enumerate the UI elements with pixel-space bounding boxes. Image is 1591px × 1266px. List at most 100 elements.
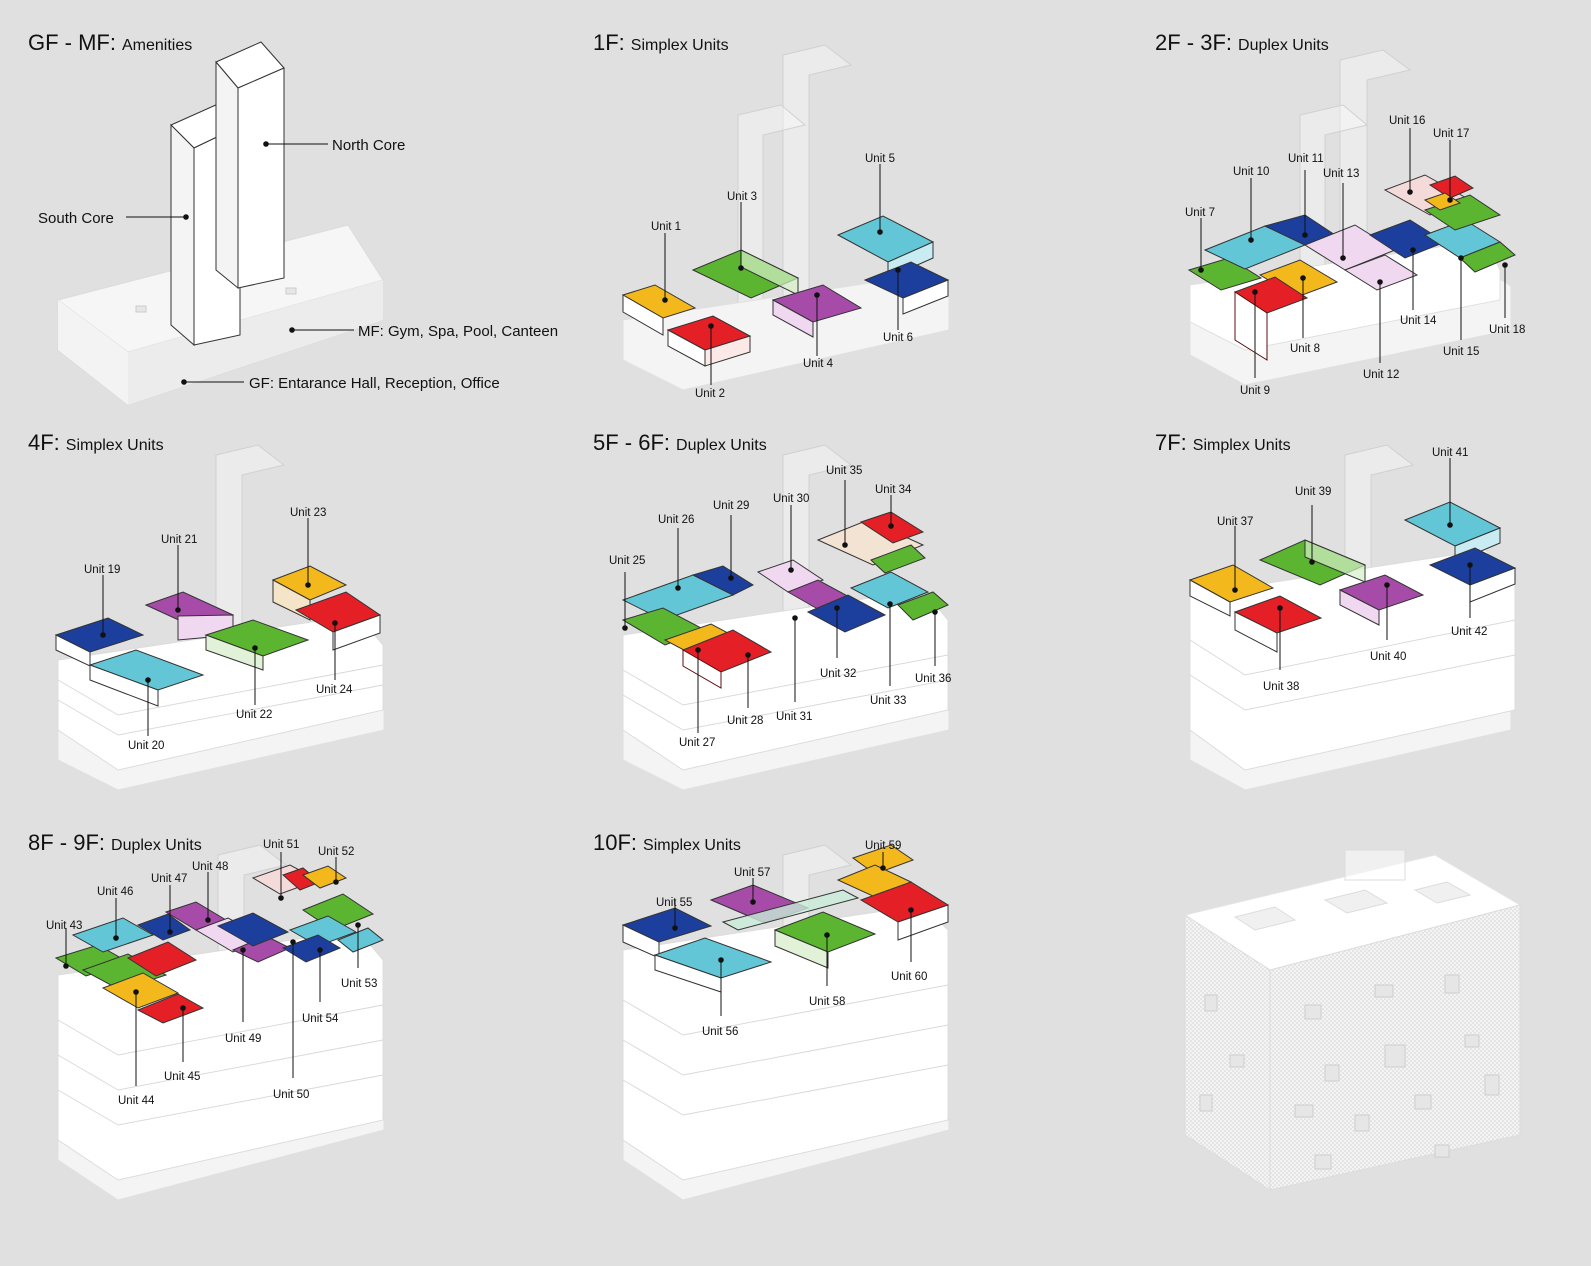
- floor-code: 7F:: [1155, 430, 1187, 455]
- label-south-core: South Core: [38, 210, 114, 227]
- floor-code: 4F:: [28, 430, 60, 455]
- label-unit-32: Unit 32: [820, 668, 856, 680]
- floor-4f-diagram: Unit 19 Unit 20 Unit 21 Unit 22 Unit 23 …: [54, 444, 385, 791]
- label-unit-38: Unit 38: [1263, 681, 1299, 693]
- label-unit-52: Unit 52: [318, 846, 354, 858]
- panel-facade-render: [1175, 845, 1591, 1245]
- label-unit-21: Unit 21: [161, 534, 197, 546]
- unit-block-57: [709, 884, 860, 931]
- label-unit-48: Unit 48: [192, 861, 228, 873]
- unit-blocks: [621, 511, 949, 689]
- floor-code: GF - MF:: [28, 30, 116, 55]
- floor-code: 2F - 3F:: [1155, 30, 1233, 55]
- floor-5f-6f-diagram: Unit 25 Unit 26 Unit 27 Unit 28 Unit 29 …: [609, 444, 951, 791]
- label-unit-39: Unit 39: [1295, 486, 1331, 498]
- label-unit-18: Unit 18: [1489, 324, 1525, 336]
- building-stack-grid: [57, 1004, 384, 1126]
- label-unit-59: Unit 59: [865, 840, 901, 852]
- floor-code: 10F:: [593, 830, 638, 855]
- unit-block-37: [1188, 564, 1275, 617]
- label-unit-35: Unit 35: [826, 465, 862, 477]
- floor-2f-3f-diagram: Unit 7 Unit 8 Unit 9 Unit 10 Unit 11 Uni…: [1185, 49, 1525, 397]
- panel-4f: 4F: Simplex Units: [28, 430, 548, 830]
- label-unit-37: Unit 37: [1217, 516, 1253, 528]
- label-unit-57: Unit 57: [734, 867, 770, 879]
- label-unit-7: Unit 7: [1185, 207, 1215, 219]
- panel-gf-mf: GF - MF:Amenities North Core South Core …: [28, 30, 558, 430]
- unit-block-6: [863, 261, 950, 315]
- unit-block-56: [653, 937, 773, 993]
- label-unit-2: Unit 2: [695, 388, 725, 400]
- floor-code: 5F - 6F:: [593, 430, 671, 455]
- panel-5f-6f: 5F - 6F: Duplex Units Unit 25: [593, 430, 1113, 830]
- label-north-core: North Core: [332, 137, 405, 154]
- floor-desc: Simplex Units: [643, 837, 741, 854]
- label-unit-13: Unit 13: [1323, 168, 1359, 180]
- label-mf: MF: Gym, Spa, Pool, Canteen: [358, 323, 558, 340]
- label-unit-27: Unit 27: [679, 737, 715, 749]
- label-unit-51: Unit 51: [263, 839, 299, 851]
- panel-title: 7F: Simplex Units: [1155, 430, 1291, 456]
- label-unit-3: Unit 3: [727, 191, 757, 203]
- panel-title: 2F - 3F: Duplex Units: [1155, 30, 1329, 56]
- label-unit-58: Unit 58: [809, 996, 845, 1008]
- floor-code: 1F:: [593, 30, 625, 55]
- label-unit-5: Unit 5: [865, 153, 895, 165]
- label-unit-9: Unit 9: [1240, 385, 1270, 397]
- label-unit-14: Unit 14: [1400, 315, 1437, 327]
- building-stack-grid: [1189, 619, 1516, 711]
- label-unit-49: Unit 49: [225, 1033, 261, 1045]
- label-unit-55: Unit 55: [656, 897, 692, 909]
- label-unit-26: Unit 26: [658, 514, 694, 526]
- label-unit-28: Unit 28: [727, 715, 763, 727]
- label-unit-42: Unit 42: [1451, 626, 1487, 638]
- label-unit-15: Unit 15: [1443, 346, 1479, 358]
- label-unit-45: Unit 45: [164, 1071, 200, 1083]
- label-unit-50: Unit 50: [273, 1089, 309, 1101]
- floor-code: 8F - 9F:: [28, 830, 106, 855]
- label-unit-25: Unit 25: [609, 555, 645, 567]
- building-stack-grid: [622, 654, 949, 731]
- label-unit-31: Unit 31: [776, 711, 812, 723]
- unit-block-1: [621, 284, 697, 336]
- label-unit-47: Unit 47: [151, 873, 187, 885]
- label-unit-1: Unit 1: [651, 221, 681, 233]
- label-unit-17: Unit 17: [1433, 128, 1469, 140]
- unit-block-22: [204, 619, 310, 671]
- floor-desc: Duplex Units: [676, 437, 767, 454]
- floor-desc: Simplex Units: [1192, 437, 1291, 454]
- roof-cutouts: [1233, 881, 1472, 931]
- label-unit-11: Unit 11: [1288, 153, 1324, 165]
- label-unit-43: Unit 43: [46, 920, 82, 932]
- label-unit-60: Unit 60: [891, 971, 927, 983]
- unit-blocks: [54, 864, 384, 1024]
- floor-desc: Duplex Units: [111, 837, 202, 854]
- label-unit-34: Unit 34: [875, 484, 912, 496]
- panel-title: 10F: Simplex Units: [593, 830, 741, 856]
- label-unit-54: Unit 54: [302, 1013, 339, 1025]
- floor-desc: Simplex Units: [65, 437, 164, 454]
- panel-2f-3f: 2F - 3F:Duplex Units Unit 7 Unit 8: [1155, 30, 1591, 430]
- label-unit-16: Unit 16: [1389, 115, 1425, 127]
- floor-8f-9f-diagram: Unit 43 Unit 44 Unit 45 Unit 46 Unit 47 …: [46, 839, 385, 1201]
- unit-block-20: [88, 649, 205, 707]
- unit-block-40: [1338, 574, 1425, 626]
- unit-block-2: [666, 315, 752, 367]
- label-gf: GF: Entarance Hall, Reception, Office: [249, 375, 500, 392]
- label-unit-19: Unit 19: [84, 564, 120, 576]
- unit-block-58: [773, 911, 877, 969]
- label-unit-46: Unit 46: [97, 886, 133, 898]
- panel-title: 8F - 9F: Duplex Units: [28, 830, 202, 856]
- panel-7f: 7F: Simplex Units: [1155, 430, 1591, 830]
- unit-blocks: [1187, 174, 1516, 361]
- unit-block-55: [621, 907, 713, 959]
- label-unit-29: Unit 29: [713, 500, 749, 512]
- label-unit-20: Unit 20: [128, 740, 164, 752]
- floor-desc: Simplex Units: [630, 37, 729, 54]
- floor-desc: Duplex Units: [1238, 37, 1329, 54]
- label-unit-6: Unit 6: [883, 332, 913, 344]
- panel-title: 5F - 6F: Duplex Units: [593, 430, 767, 456]
- floor-1f-diagram: Unit 1 Unit 2 Unit 3 Unit 4 Unit 5 Unit …: [621, 44, 950, 400]
- label-unit-56: Unit 56: [702, 1026, 738, 1038]
- unit-block-24: [294, 591, 382, 651]
